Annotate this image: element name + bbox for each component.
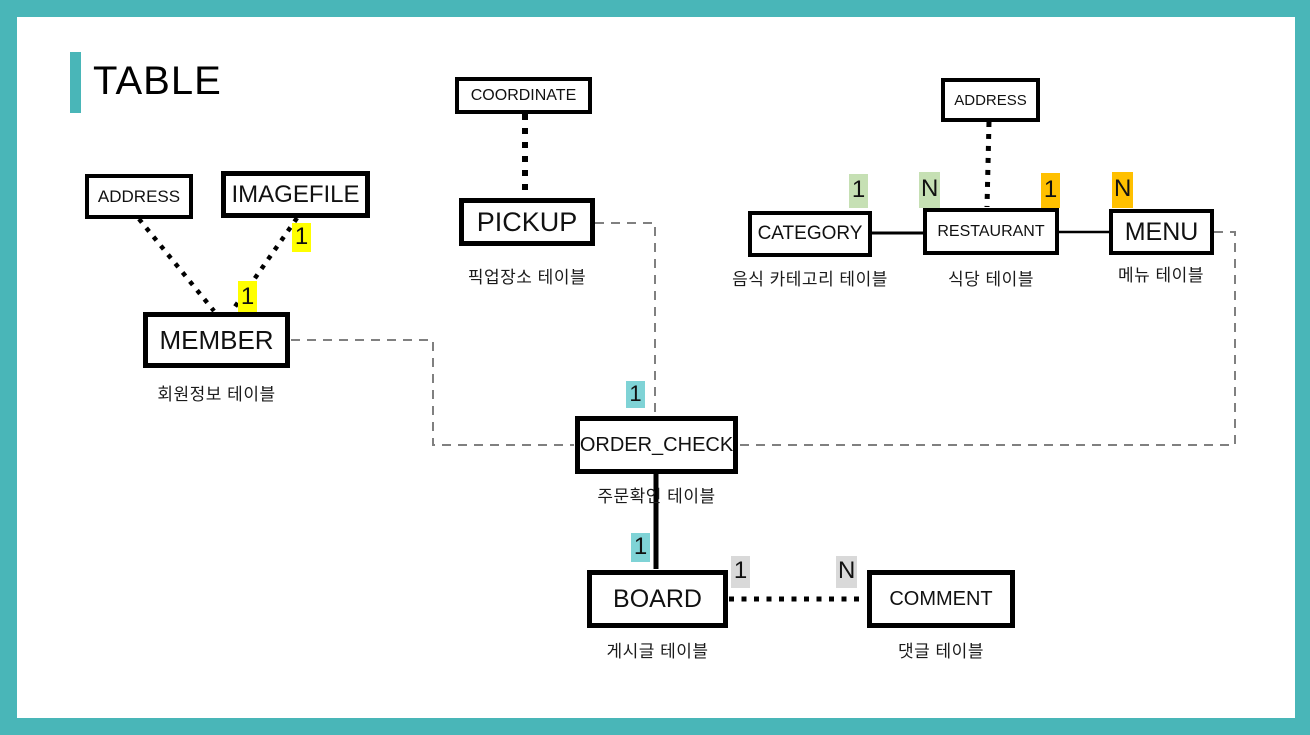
table-box-address-restaurant: ADDRESS [941,78,1040,122]
title-accent-bar [70,52,81,113]
table-label-category: CATEGORY [757,223,863,244]
cardinality-badge-green-1: 1 [849,174,868,208]
table-label-menu: MENU [1124,217,1199,246]
caption-menu: 메뉴 테이블 [1118,266,1204,285]
edge-address-restaurant-dotted [984,121,992,208]
table-box-menu: MENU [1109,209,1214,255]
caption-comment: 댓글 테이블 [898,642,984,661]
caption-member: 회원정보 테이블 [157,385,276,404]
table-label-comment: COMMENT [889,587,993,610]
table-label-member: MEMBER [159,324,274,355]
cardinality-badge-gray-n: N [836,556,858,588]
cardinality-badge-green-n: N [919,172,941,208]
table-box-order-check: ORDER_CHECK [575,416,738,474]
cardinality-badge-orange-n: N [1112,172,1134,208]
caption-restaurant: 식당 테이블 [948,270,1034,289]
cardinality-badge-gray-1: 1 [731,556,750,588]
caption-category: 음식 카테고리 테이블 [732,270,888,289]
cardinality-badge-yellow-1-lower: 1 [238,281,257,312]
table-box-pickup: PICKUP [459,198,595,246]
table-box-comment: COMMENT [867,570,1015,628]
cardinality-badge-yellow-1-upper: 1 [292,223,311,252]
table-label-address-restaurant: ADDRESS [954,91,1027,109]
edge-address-member-dotted [137,217,216,313]
caption-board: 게시글 테이블 [606,642,709,661]
table-label-address-member: ADDRESS [97,186,181,206]
table-label-coordinate: COORDINATE [470,86,577,104]
caption-pickup: 픽업장소 테이블 [467,268,587,287]
table-label-imagefile: IMAGEFILE [231,180,360,208]
slide-background: TABLE ADDRESS IMAGEFILE MEMBER 회원정보 테이블 … [17,17,1295,718]
caption-order-check: 주문확인 테이블 [597,487,716,506]
edge-pickup-ordercheck-dashed [595,222,656,414]
table-label-order-check: ORDER_CHECK [579,433,734,456]
table-box-address-member: ADDRESS [85,174,193,219]
table-box-board: BOARD [587,570,728,628]
cardinality-badge-orange-1: 1 [1041,173,1060,208]
table-box-category: CATEGORY [748,211,872,257]
edge-member-ordercheck-dashed [291,339,574,446]
cardinality-badge-teal-1-ordercheck: 1 [626,381,645,408]
page-title: TABLE [93,59,222,103]
cardinality-badge-teal-1-board: 1 [631,533,650,562]
table-box-coordinate: COORDINATE [455,77,592,114]
table-label-pickup: PICKUP [476,206,578,237]
table-box-restaurant: RESTAURANT [923,208,1059,255]
table-label-board: BOARD [613,584,702,613]
table-box-member: MEMBER [143,312,290,368]
table-label-restaurant: RESTAURANT [937,222,1045,240]
table-box-imagefile: IMAGEFILE [221,171,370,218]
